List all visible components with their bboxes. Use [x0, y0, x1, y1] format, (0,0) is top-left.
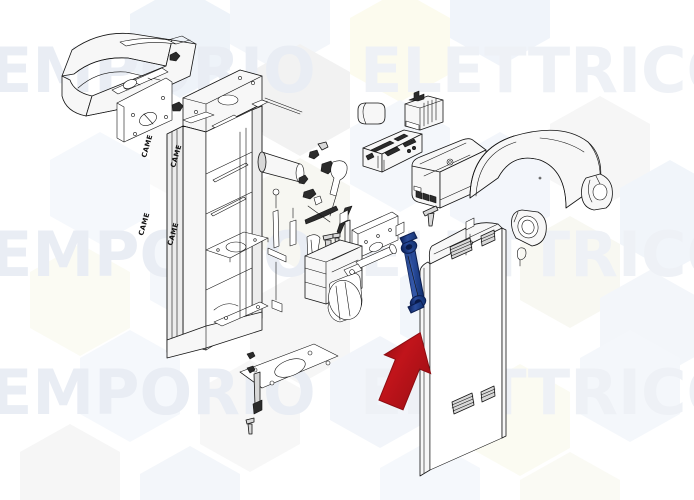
- part-top-cover-shell: [61, 33, 197, 143]
- brand-logo-came-1: CAME: [140, 134, 154, 159]
- part-gearmotor-assembly: [304, 239, 397, 323]
- part-control-box-housing: [411, 138, 487, 209]
- part-boom-shaft: [257, 97, 305, 183]
- part-connecting-rod-highlighted: [399, 231, 427, 314]
- part-capacitor: [357, 102, 386, 125]
- part-balance-spring-rod: [267, 188, 297, 313]
- part-control-board: [362, 129, 423, 173]
- part-main-frame-column: [166, 99, 269, 359]
- part-base-anchor-plate: [239, 343, 339, 435]
- part-side-mounting-plate: [169, 51, 184, 112]
- part-ventilation-louver: [449, 229, 496, 415]
- part-end-cap: [581, 173, 613, 211]
- part-transformer: [404, 90, 444, 131]
- part-lock-cylinder: [511, 209, 547, 247]
- part-dome-cover: [469, 129, 602, 209]
- watermark-word-emporio-2: EMPORIO: [0, 218, 316, 291]
- part-limit-switch-bracket: [339, 209, 405, 259]
- part-cabinet-door-panel: [419, 205, 527, 477]
- red-arrow-pointer: [378, 331, 432, 411]
- brand-logo-came-3: CAME: [137, 212, 151, 237]
